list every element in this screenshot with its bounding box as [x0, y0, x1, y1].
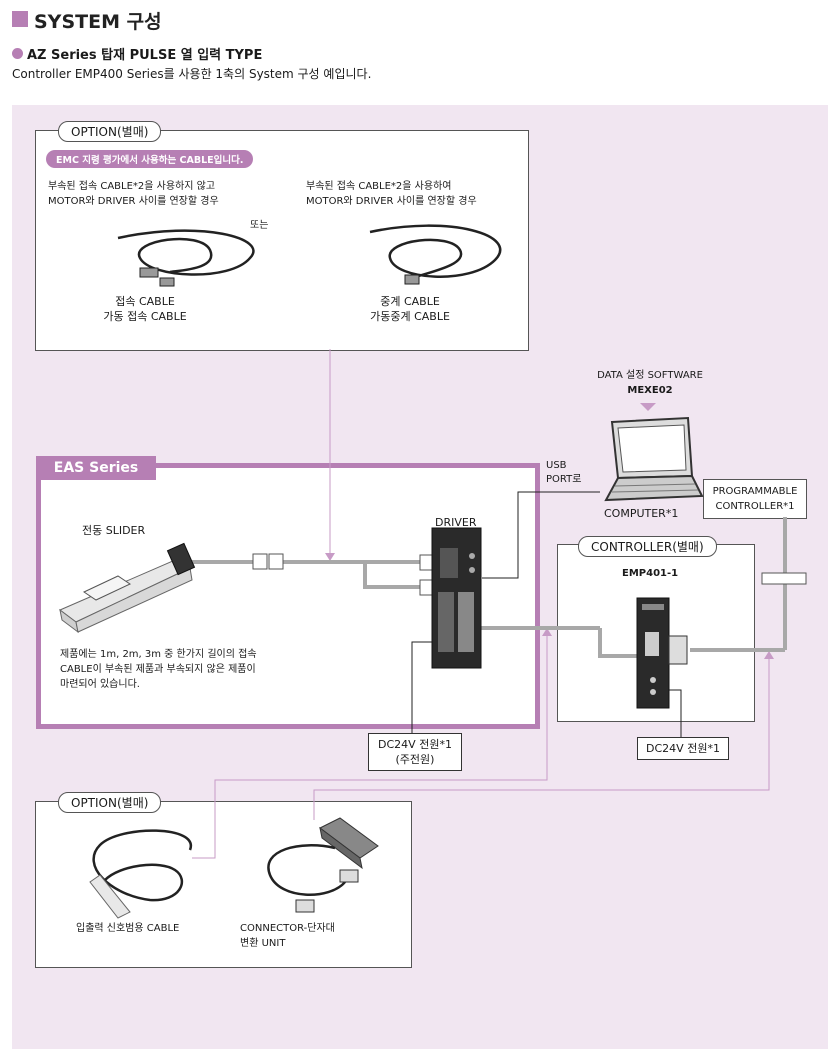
purple-connection-lines	[192, 349, 770, 859]
option-top-tag: OPTION(별매)	[58, 121, 162, 142]
eas-note-1: 제품에는 1m, 2m, 3m 중 한가지 길이의 접속	[60, 649, 257, 660]
io-cable-connector	[89, 874, 131, 919]
driver-label: DRIVER	[435, 516, 477, 529]
eas-note-3: 마련되어 있습니다.	[60, 679, 140, 690]
controller-unit-image	[636, 597, 688, 709]
computer-label: COMPUTER*1	[604, 507, 679, 520]
plc-label-1: PROGRAMMABLE	[712, 486, 798, 497]
usb-label-1: USB	[546, 460, 567, 471]
right-cable-label-1: 중계 CABLE	[380, 295, 440, 308]
subheader-title: AZ Series 탑재 PULSE 열 입력 TYPE	[27, 48, 263, 63]
cable-connector-left-a	[139, 267, 159, 278]
software-label: DATA 설정 SOFTWARE	[597, 370, 703, 381]
option-right-desc-1: 부속된 접속 CABLE*2을 사용하여	[306, 181, 452, 192]
software-name: MEXE02	[627, 385, 673, 396]
option-item-1: 입출력 신호범용 CABLE	[76, 923, 180, 934]
option-bottom-tag: OPTION(별매)	[58, 792, 162, 813]
connector-square-1	[252, 553, 268, 570]
slider-image	[59, 542, 196, 634]
power-controller-box: DC24V 전원*1	[637, 737, 729, 760]
left-cable-label-2: 가동 접속 CABLE	[103, 310, 187, 323]
io-cable-image	[92, 829, 192, 902]
subheader-description: Controller EMP400 Series를 사용한 1축의 System…	[12, 67, 372, 81]
plc-box	[703, 479, 807, 519]
eas-note-2: CABLE이 부속된 제품과 부속되지 않은 제품이	[60, 664, 256, 675]
terminal-unit-image	[267, 817, 379, 913]
plc-bus-connector	[761, 572, 807, 585]
subheader-dot-marker	[12, 48, 23, 59]
option-item-2-line-1: CONNECTOR-단자대	[240, 923, 335, 934]
left-cable-label-1: 접속 CABLE	[115, 295, 175, 308]
option-left-desc-2: MOTOR와 DRIVER 사이를 연장할 경우	[48, 196, 219, 207]
option-right-desc-2: MOTOR와 DRIVER 사이를 연장할 경우	[306, 196, 477, 207]
option-left-desc-1: 부속된 접속 CABLE*2을 사용하지 않고	[48, 181, 216, 192]
grey-cable-lines	[192, 517, 787, 658]
cable-image-right	[369, 224, 502, 282]
purple-arrow-heads	[325, 403, 774, 659]
power-controller-label-1: DC24V 전원*1	[646, 742, 720, 755]
right-cable-label-2: 가동중계 CABLE	[370, 310, 450, 323]
eas-series-tab: EAS Series	[36, 456, 156, 480]
connector-square-2	[268, 553, 284, 570]
laptop-image	[604, 416, 704, 502]
controller-tag: CONTROLLER(별매)	[578, 536, 717, 557]
plc-label-2: CONTROLLER*1	[715, 501, 795, 512]
controller-model: EMP401-1	[622, 568, 679, 579]
slider-label: 전동 SLIDER	[82, 524, 146, 537]
option-top-note: EMC 지령 평가에서 사용하는 CABLE입니다.	[46, 150, 254, 168]
option-item-2-line-2: 변환 UNIT	[240, 938, 286, 949]
power-driver-box: DC24V 전원*1 (주전원)	[368, 733, 462, 771]
usb-label-2: PORT로	[546, 474, 582, 485]
power-driver-label-1: DC24V 전원*1	[378, 738, 452, 751]
power-driver-label-2: (주전원)	[395, 753, 435, 766]
driver-image	[431, 527, 482, 669]
page-title: SYSTEM 구성	[34, 11, 162, 33]
option-or-label: 또는	[250, 220, 269, 231]
cable-connector-left-b	[159, 277, 175, 287]
cable-image-left	[117, 229, 255, 276]
cable-connector-right	[404, 274, 420, 285]
header-square-marker	[12, 11, 28, 27]
